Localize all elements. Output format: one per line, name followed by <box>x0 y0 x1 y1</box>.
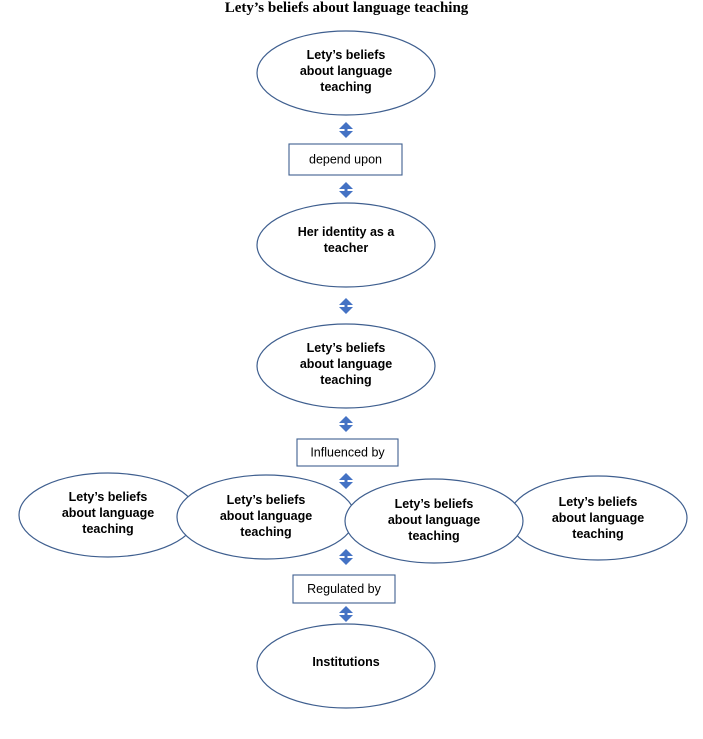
middle-ellipse <box>256 323 436 409</box>
diagram-title: Lety’s beliefs about language teaching <box>224 0 469 16</box>
influenced-box <box>296 438 399 467</box>
double-arrow-icon <box>339 606 353 622</box>
double-arrow-icon <box>339 473 353 489</box>
row1-label-line: about language <box>62 506 154 520</box>
row2-label-line: teaching <box>240 525 291 539</box>
double-arrow-icon <box>339 298 353 314</box>
identity-label-line: teacher <box>324 241 369 255</box>
double-arrow-icon <box>339 182 353 198</box>
row3-label-line: Lety’s beliefs <box>395 497 474 511</box>
double-arrow-icon <box>339 416 353 432</box>
row3-label-line: about language <box>388 513 480 527</box>
top-label-line: about language <box>300 64 392 78</box>
identity-ellipse <box>256 202 436 288</box>
middle-label-line: Lety’s beliefs <box>307 341 386 355</box>
double-arrow-icon <box>339 122 353 138</box>
institutions-label-line: Institutions <box>312 655 379 669</box>
identity-label-line: Her identity as a <box>298 225 396 239</box>
row4-label-line: teaching <box>572 527 623 541</box>
middle-label-line: teaching <box>320 373 371 387</box>
row1-label-line: teaching <box>82 522 133 536</box>
top-label-line: teaching <box>320 80 371 94</box>
top-ellipse <box>256 30 436 116</box>
row4-label-line: Lety’s beliefs <box>559 495 638 509</box>
depend-box <box>288 143 403 176</box>
institutions-ellipse <box>256 623 436 709</box>
depend-label-line: depend upon <box>309 153 382 167</box>
row2-label-line: about language <box>220 509 312 523</box>
row3-ellipse <box>344 478 524 564</box>
double-arrow-icon <box>339 549 353 565</box>
row3-label-line: teaching <box>408 529 459 543</box>
row2-label-line: Lety’s beliefs <box>227 493 306 507</box>
influenced-label-line: Influenced by <box>310 446 385 460</box>
row1-label-line: Lety’s beliefs <box>69 490 148 504</box>
regulated-box <box>292 574 396 604</box>
regulated-label-line: Regulated by <box>307 582 381 596</box>
middle-label-line: about language <box>300 357 392 371</box>
top-label-line: Lety’s beliefs <box>307 48 386 62</box>
row4-label-line: about language <box>552 511 644 525</box>
